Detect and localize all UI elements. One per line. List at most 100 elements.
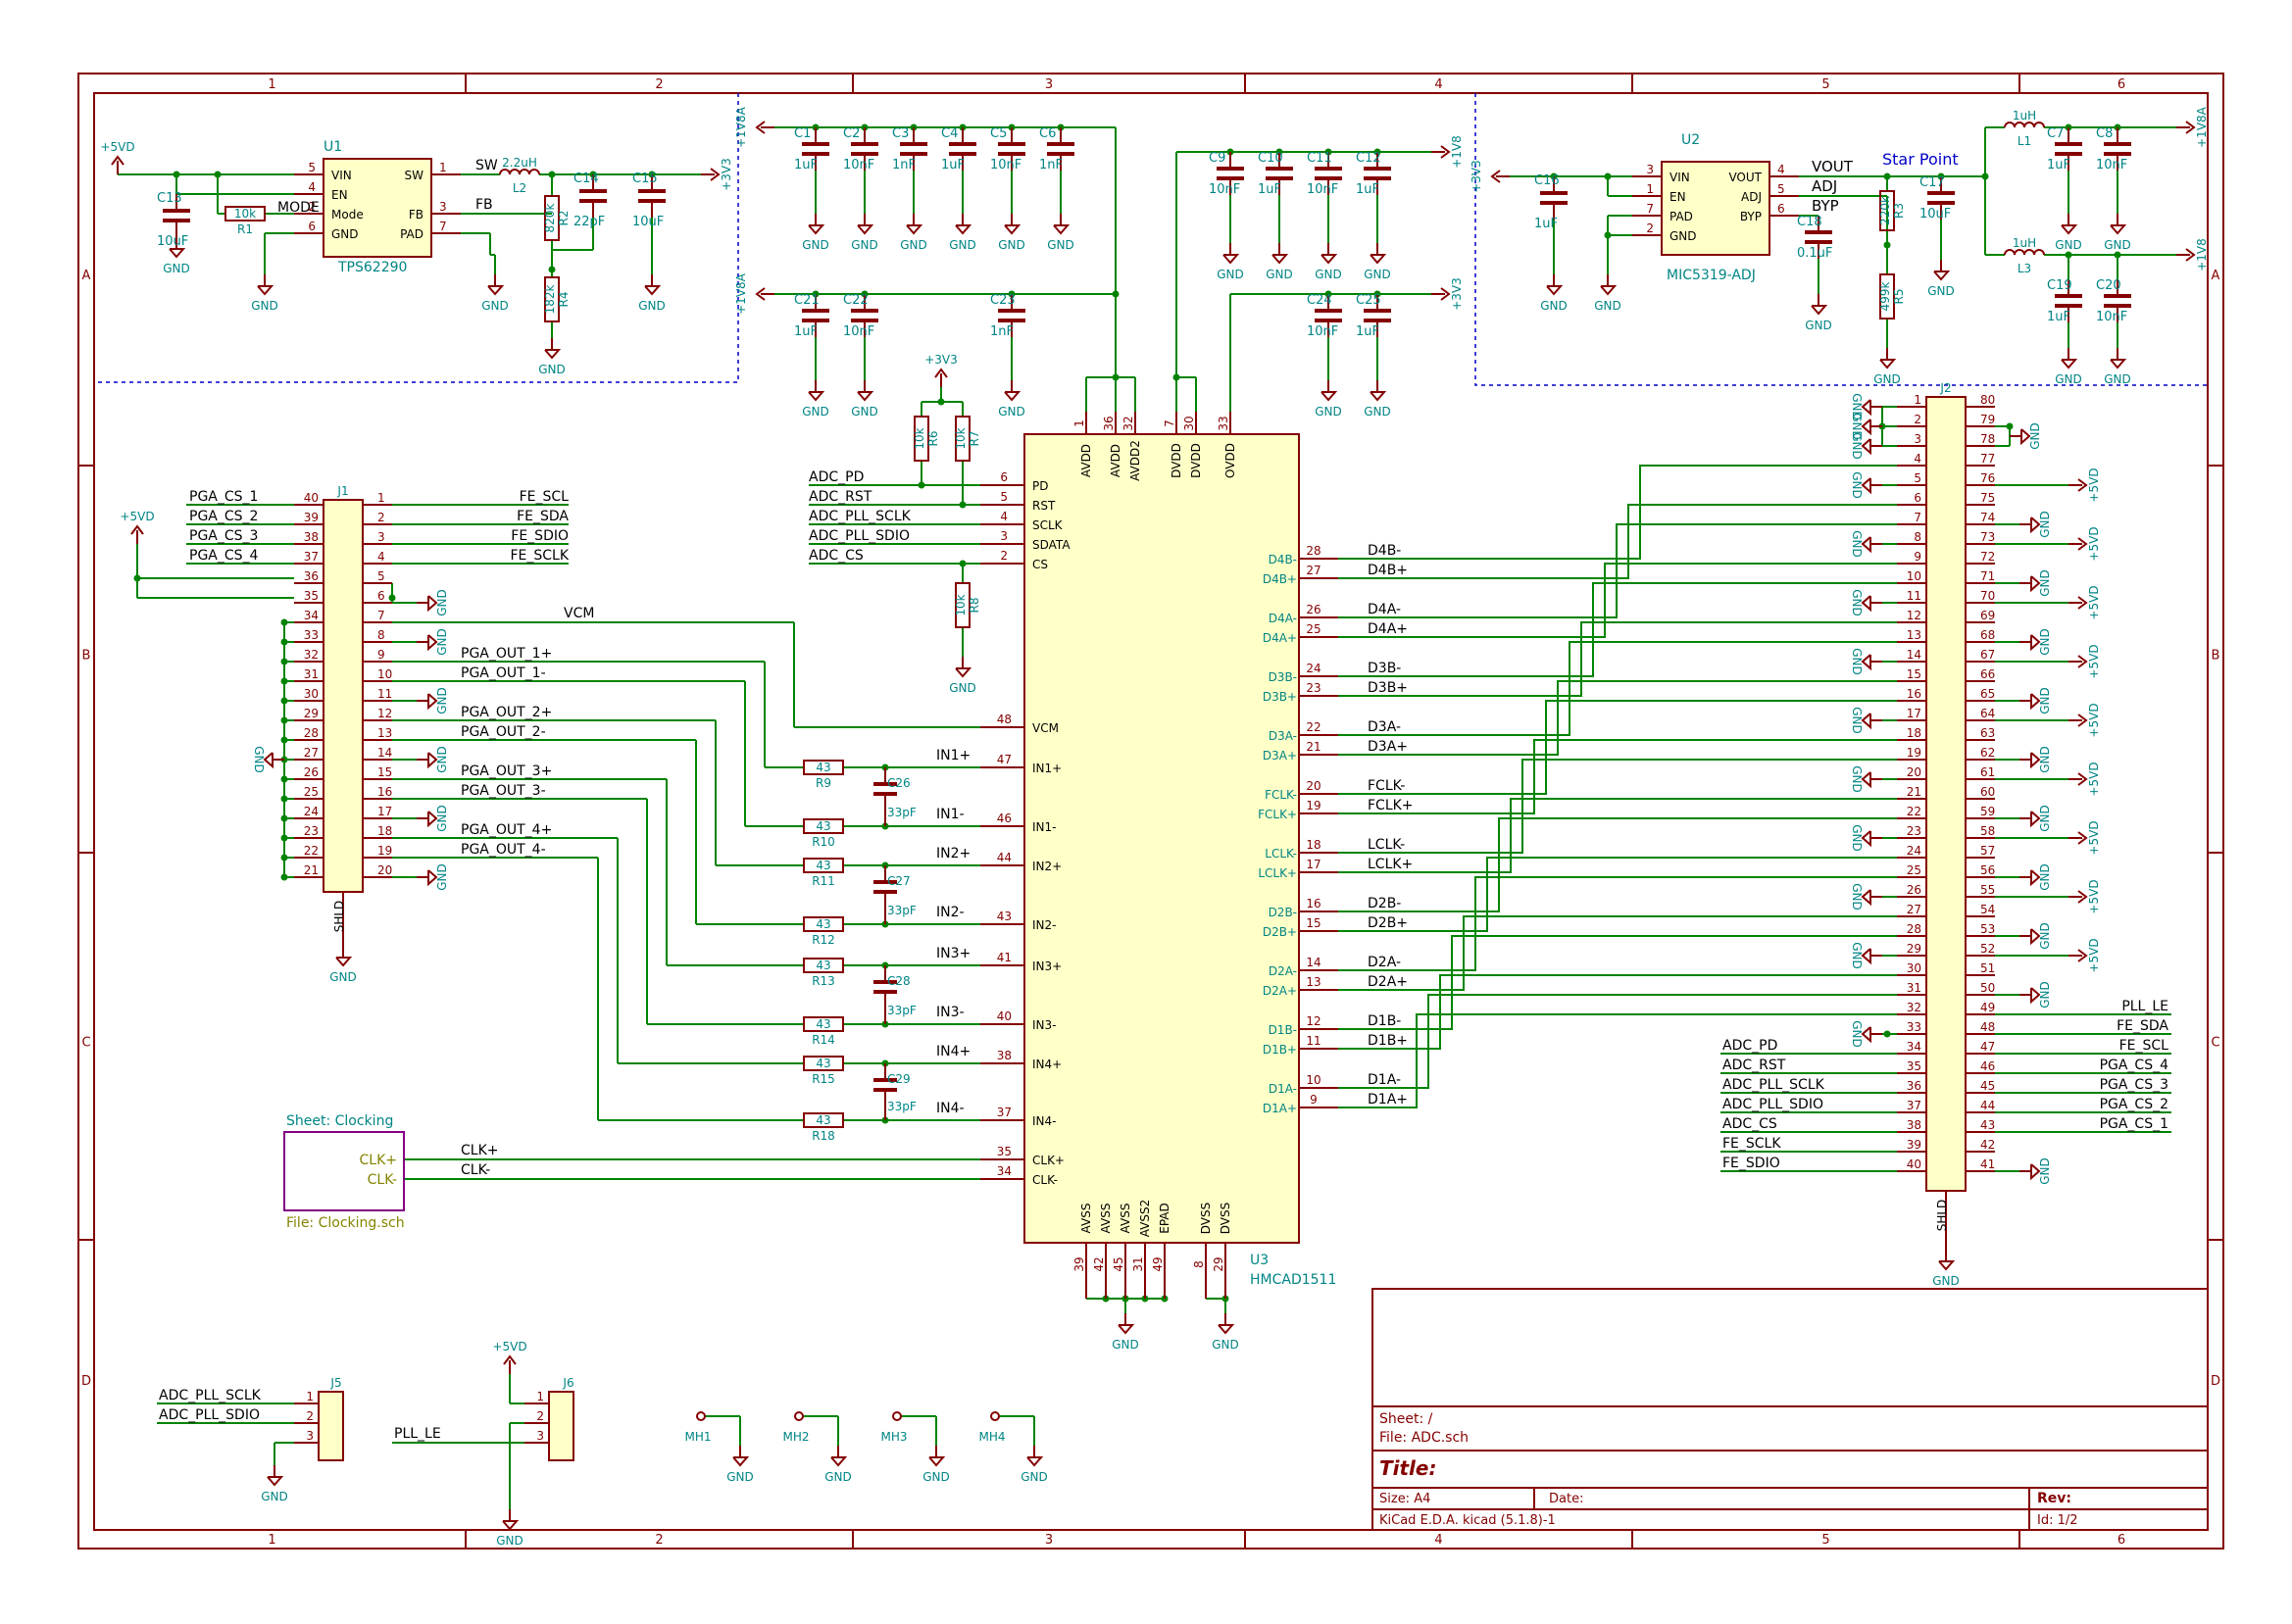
j2-pin-num: 7: [1914, 511, 1921, 524]
u3-pin-num: 6: [1000, 470, 1008, 484]
u3-pin-num: 11: [1306, 1034, 1320, 1048]
j2-pin-num: 74: [1980, 511, 1995, 524]
resistor-ref: R1: [237, 222, 253, 236]
capacitor-ref: C8: [2096, 126, 2113, 141]
j1-pin-num: 32: [304, 648, 319, 662]
j2-pin-num: 51: [1980, 961, 1995, 975]
j1-pin-num: 5: [377, 569, 385, 583]
grid-row-label: B: [2212, 649, 2220, 664]
power-symbol: [2077, 772, 2088, 786]
u2-pin-num: 6: [1777, 202, 1785, 216]
gnd-symbol: [1861, 477, 1871, 495]
gnd-symbol: [1861, 654, 1871, 671]
u3-pin-name: SDATA: [1032, 538, 1071, 552]
u3-pin-num: 40: [997, 1009, 1012, 1023]
junction-dot: [1112, 290, 1120, 298]
power-label: +5VD: [2087, 526, 2101, 561]
grid-col-label: 5: [1821, 1533, 1829, 1548]
gnd-label: GND: [851, 405, 878, 418]
junction-dot: [918, 481, 925, 489]
power-symbol: [2077, 537, 2088, 551]
j1-pin-num: 16: [377, 785, 392, 799]
u3-ref: U3: [1250, 1253, 1269, 1268]
capacitor-ref: C1: [794, 126, 811, 141]
capacitor-ref: C29: [887, 1072, 911, 1086]
capacitor-value: 10nF: [1307, 182, 1338, 197]
capacitor-value: 33pF: [887, 806, 917, 819]
gnd-label: GND: [802, 405, 829, 418]
power-symbol: [934, 368, 948, 378]
grid-row-label: A: [82, 269, 91, 283]
gnd-label: GND: [900, 238, 927, 252]
net-label: PLL_LE: [2121, 999, 2168, 1014]
gnd-symbol: [169, 248, 186, 259]
j1-pin-num: 26: [304, 765, 319, 779]
j2-pin-num: 54: [1980, 903, 1995, 916]
inductor: [2004, 249, 2045, 256]
u3-pin-num: 3: [1000, 529, 1008, 543]
gnd-symbol: [2061, 359, 2078, 369]
gnd-label: GND: [435, 863, 449, 891]
u3-pin-name: IN4-: [1032, 1114, 1056, 1128]
net-label: PGA_CS_4: [189, 548, 259, 564]
net-label: D4A+: [1368, 621, 1408, 637]
u3-pin-name: FCLK+: [1258, 808, 1297, 821]
j2-pin-num: 18: [1907, 726, 1921, 740]
u3-pin-num: 9: [1310, 1093, 1318, 1107]
j2-pin-num: 32: [1907, 1001, 1921, 1014]
inductor-ref: L3: [2018, 262, 2031, 275]
j2-pin-num: 24: [1907, 844, 1921, 858]
gnd-label: GND: [1850, 471, 1864, 499]
j2-pin-num: 31: [1907, 981, 1921, 995]
title-date: Date:: [1549, 1492, 1583, 1506]
gnd-label: GND: [1021, 1470, 1048, 1484]
j1-pin-num: 27: [304, 746, 319, 760]
net-label: D4B-: [1368, 543, 1401, 559]
u1-pin-name: GND: [331, 227, 359, 241]
j2-pin-num: 8: [1914, 530, 1921, 544]
capacitor-value: 1uF: [1356, 182, 1379, 197]
gnd-symbol: [2030, 575, 2041, 593]
u3-pin-num: 13: [1306, 975, 1320, 989]
capacitor-ref: C13: [157, 191, 182, 206]
capacitor-ref: C7: [2047, 126, 2064, 141]
net-label: ADC_PLL_SDIO: [159, 1407, 260, 1423]
title-block: [1371, 1288, 2209, 1531]
gnd-label: GND: [2104, 372, 2131, 386]
j2-pin-num: 33: [1907, 1020, 1921, 1034]
capacitor-value: 1uF: [1258, 182, 1281, 197]
u1-pin-name: PAD: [400, 227, 424, 241]
u3-pin-name: AVSS2: [1138, 1200, 1152, 1238]
u3-pin-name: EPAD: [1158, 1203, 1171, 1234]
gnd-label: GND: [435, 589, 449, 616]
gnd-label: GND: [1266, 268, 1293, 281]
u3-pin-num: 16: [1306, 897, 1320, 910]
net-label: FCLK-: [1368, 778, 1405, 794]
j1-pin-num: 19: [377, 844, 392, 858]
j1-pin-num: 3: [377, 530, 385, 544]
resistor-value: 43: [816, 1113, 830, 1127]
j2-pin-num: 62: [1980, 746, 1995, 760]
u3-pin-name: CLK-: [1032, 1173, 1058, 1187]
u3-pin-name: D2B-: [1269, 906, 1297, 919]
resistor-value: 43: [816, 819, 830, 833]
inductor: [2004, 122, 2045, 128]
gnd-symbol: [335, 957, 353, 967]
resistor-value: 43: [816, 917, 830, 931]
capacitor-ref: C16: [1534, 173, 1560, 188]
grid-col-label: 3: [1045, 1533, 1053, 1548]
gnd-label: GND: [949, 681, 976, 695]
wire: [1338, 817, 1897, 912]
u3-pin-num: 21: [1306, 740, 1320, 754]
gnd-label: GND: [1217, 268, 1244, 281]
sw-label: SW: [475, 158, 498, 173]
u1-pin-num: 6: [308, 220, 316, 233]
gnd-label: GND: [2038, 805, 2052, 832]
gnd-symbol: [1861, 536, 1871, 554]
resistor-ref: R15: [812, 1072, 835, 1086]
resistor-value: 182k: [543, 285, 557, 315]
j6-pin-num: 2: [536, 1409, 544, 1423]
net-label: ADC_PLL_SCLK: [809, 509, 912, 524]
gnd-label: GND: [1927, 284, 1955, 298]
capacitor-value: 1uF: [941, 158, 965, 172]
